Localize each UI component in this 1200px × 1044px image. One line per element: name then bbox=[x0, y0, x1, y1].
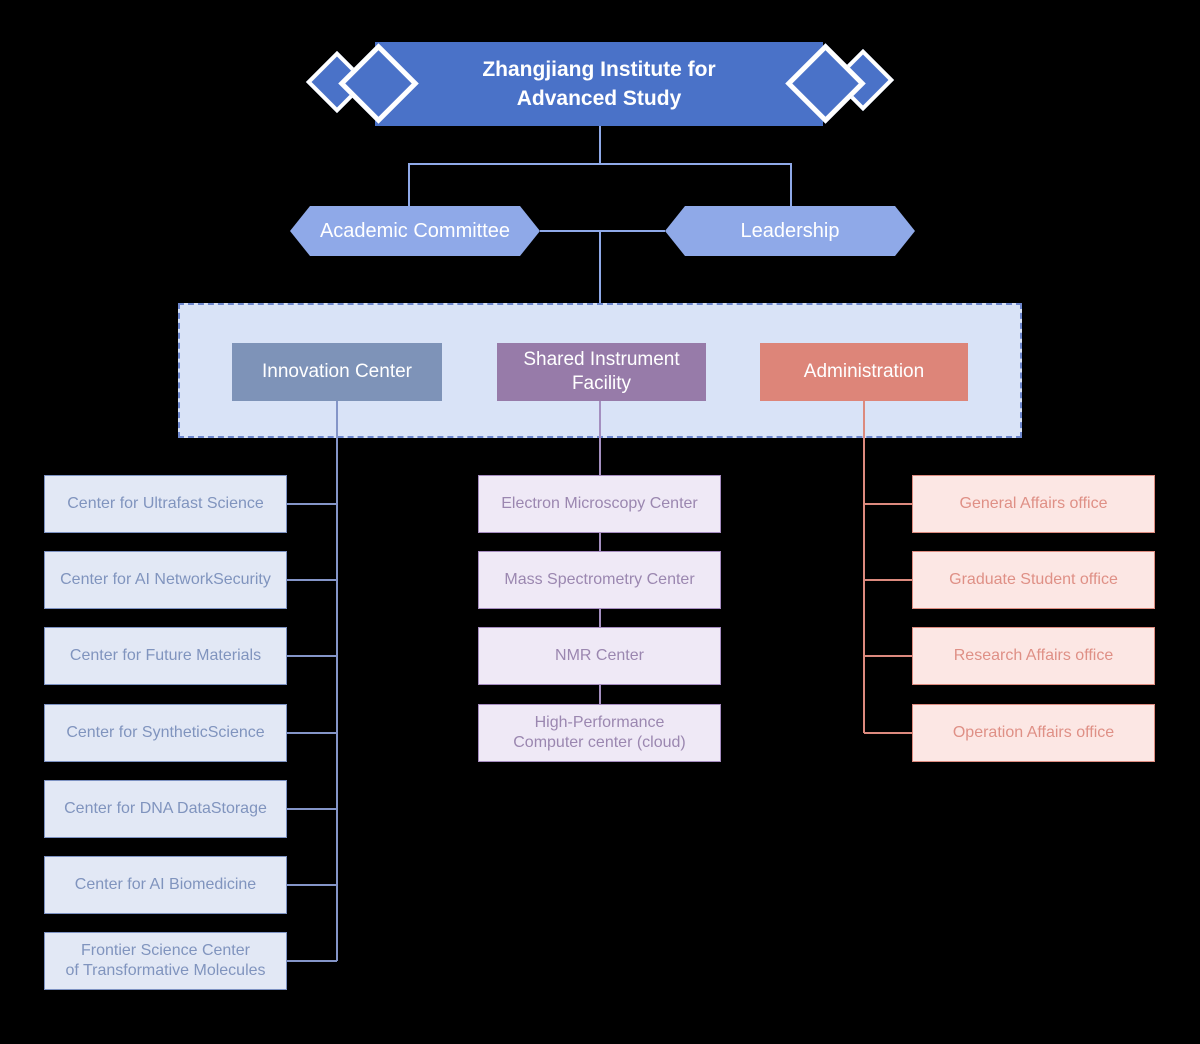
node-frontier-science-center: Frontier Science Center of Transformativ… bbox=[44, 932, 287, 990]
node-nmr-center: NMR Center bbox=[478, 627, 721, 685]
connector-line bbox=[864, 655, 912, 657]
node-center-dna-datastorage: Center for DNA DataStorage bbox=[44, 780, 287, 838]
connector-line bbox=[287, 960, 337, 962]
node-mass-spectrometry-center: Mass Spectrometry Center bbox=[478, 551, 721, 609]
node-operation-affairs-office: Operation Affairs office bbox=[912, 704, 1155, 762]
connector-line bbox=[287, 503, 337, 505]
node-label: Innovation Center bbox=[262, 361, 412, 382]
node-innovation-center: Innovation Center bbox=[232, 343, 442, 401]
node-research-affairs-office: Research Affairs office bbox=[912, 627, 1155, 685]
connector-line bbox=[287, 655, 337, 657]
node-center-ultrafast-science: Center for Ultrafast Science bbox=[44, 475, 287, 533]
connector-line bbox=[864, 503, 912, 505]
connector-line bbox=[336, 401, 338, 961]
connector-line bbox=[790, 165, 792, 206]
connector-line bbox=[864, 579, 912, 581]
node-center-ai-biomedicine: Center for AI Biomedicine bbox=[44, 856, 287, 914]
node-general-affairs-office: General Affairs office bbox=[912, 475, 1155, 533]
connector-line bbox=[599, 126, 601, 164]
institute-title-banner: Zhangjiang Institute for Advanced Study bbox=[375, 42, 823, 126]
connector-line bbox=[540, 230, 665, 232]
node-electron-microscopy-center: Electron Microscopy Center bbox=[478, 475, 721, 533]
node-label: Shared Instrument Facility bbox=[523, 349, 680, 394]
connector-line bbox=[864, 732, 912, 734]
connector-line bbox=[599, 232, 601, 303]
connector-line bbox=[287, 808, 337, 810]
connector-line bbox=[287, 579, 337, 581]
node-label: Administration bbox=[803, 361, 925, 382]
connector-line bbox=[287, 732, 337, 734]
node-center-syntheticscience: Center for SyntheticScience bbox=[44, 704, 287, 762]
node-academic-committee: Academic Committee bbox=[290, 206, 540, 256]
node-hpc-center-cloud: High-Performance Computer center (cloud) bbox=[478, 704, 721, 762]
node-center-ai-networksecurity: Center for AI NetworkSecurity bbox=[44, 551, 287, 609]
connector-line bbox=[863, 401, 865, 733]
connector-line bbox=[408, 165, 410, 206]
node-center-future-materials: Center for Future Materials bbox=[44, 627, 287, 685]
node-shared-instrument-facility: Shared Instrument Facility bbox=[497, 343, 706, 401]
node-label: Academic Committee bbox=[319, 219, 511, 242]
node-graduate-student-office: Graduate Student office bbox=[912, 551, 1155, 609]
node-label: Leadership bbox=[740, 219, 840, 242]
connector-line bbox=[287, 884, 337, 886]
connector-line bbox=[408, 163, 792, 165]
node-leadership: Leadership bbox=[665, 206, 915, 256]
node-administration: Administration bbox=[760, 343, 968, 401]
